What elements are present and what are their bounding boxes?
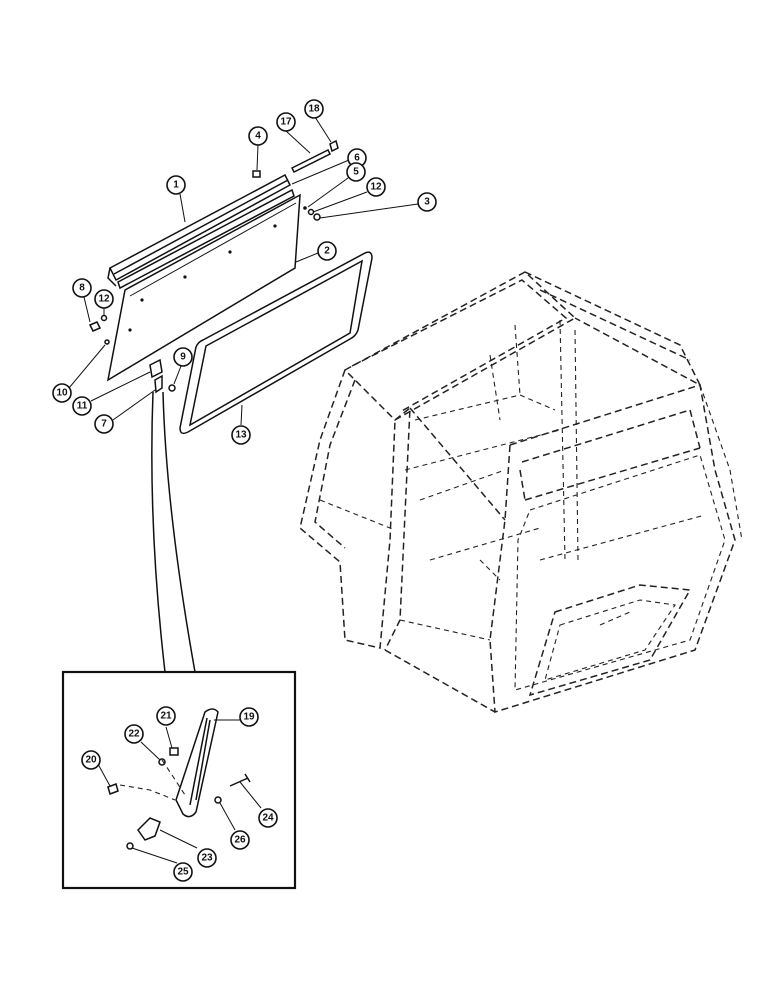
svg-text:21: 21	[160, 711, 172, 722]
svg-text:7: 7	[101, 419, 107, 430]
svg-text:5: 5	[353, 167, 359, 178]
callout-leaders	[68, 116, 419, 864]
svg-text:6: 6	[354, 153, 360, 164]
top-channel-part-1	[107, 173, 291, 287]
svg-text:19: 19	[243, 712, 255, 723]
callout-13: 13	[231, 425, 251, 445]
svg-text:18: 18	[308, 104, 320, 115]
svg-text:23: 23	[201, 853, 213, 864]
svg-text:22: 22	[128, 729, 140, 740]
callout-6: 6	[347, 148, 367, 168]
svg-text:9: 9	[180, 352, 186, 363]
svg-text:12: 12	[98, 294, 110, 305]
svg-text:17: 17	[280, 117, 292, 128]
svg-text:11: 11	[77, 401, 88, 412]
svg-text:26: 26	[234, 835, 246, 846]
svg-text:1: 1	[173, 180, 179, 191]
callout-5: 5	[346, 162, 366, 182]
rubber-seal-frame-part-13	[179, 251, 373, 435]
glass-panel-part-2	[106, 193, 301, 382]
callout-11: 11	[72, 396, 92, 416]
svg-text:25: 25	[177, 867, 189, 878]
cab-phantom-outline	[299, 271, 743, 713]
callout-12-top: 12	[366, 177, 386, 197]
callout-23: 23	[197, 848, 217, 868]
callout-17: 17	[276, 112, 296, 132]
callout-24: 24	[258, 808, 278, 828]
callout-12-left: 12	[94, 289, 114, 309]
svg-text:2: 2	[324, 246, 330, 257]
callout-10: 10	[52, 383, 72, 403]
inset-detail-box	[61, 670, 297, 890]
svg-text:13: 13	[235, 430, 247, 441]
svg-text:24: 24	[262, 813, 274, 824]
svg-text:20: 20	[85, 755, 97, 766]
callout-26: 26	[230, 830, 250, 850]
callout-8: 8	[72, 278, 92, 298]
callout-25: 25	[173, 862, 193, 882]
callout-20: 20	[81, 750, 101, 770]
callout-9: 9	[173, 347, 193, 367]
svg-text:10: 10	[56, 388, 68, 399]
callout-1: 1	[166, 175, 186, 195]
svg-text:12: 12	[370, 182, 382, 193]
hardware-top	[88, 139, 339, 392]
inset-leader-strip	[151, 391, 196, 673]
svg-text:8: 8	[79, 283, 85, 294]
svg-text:4: 4	[255, 131, 261, 142]
callout-18: 18	[304, 99, 324, 119]
callout-3: 3	[417, 192, 437, 212]
latch-bracket-part-11	[149, 358, 163, 394]
callout-21: 21	[156, 706, 176, 726]
callout-2: 2	[317, 241, 337, 261]
seal-strip-part-6	[117, 188, 295, 290]
svg-text:3: 3	[424, 197, 430, 208]
callout-19: 19	[239, 707, 259, 727]
callout-7: 7	[94, 414, 114, 434]
callout-22: 22	[124, 724, 144, 744]
callout-4: 4	[248, 126, 268, 146]
